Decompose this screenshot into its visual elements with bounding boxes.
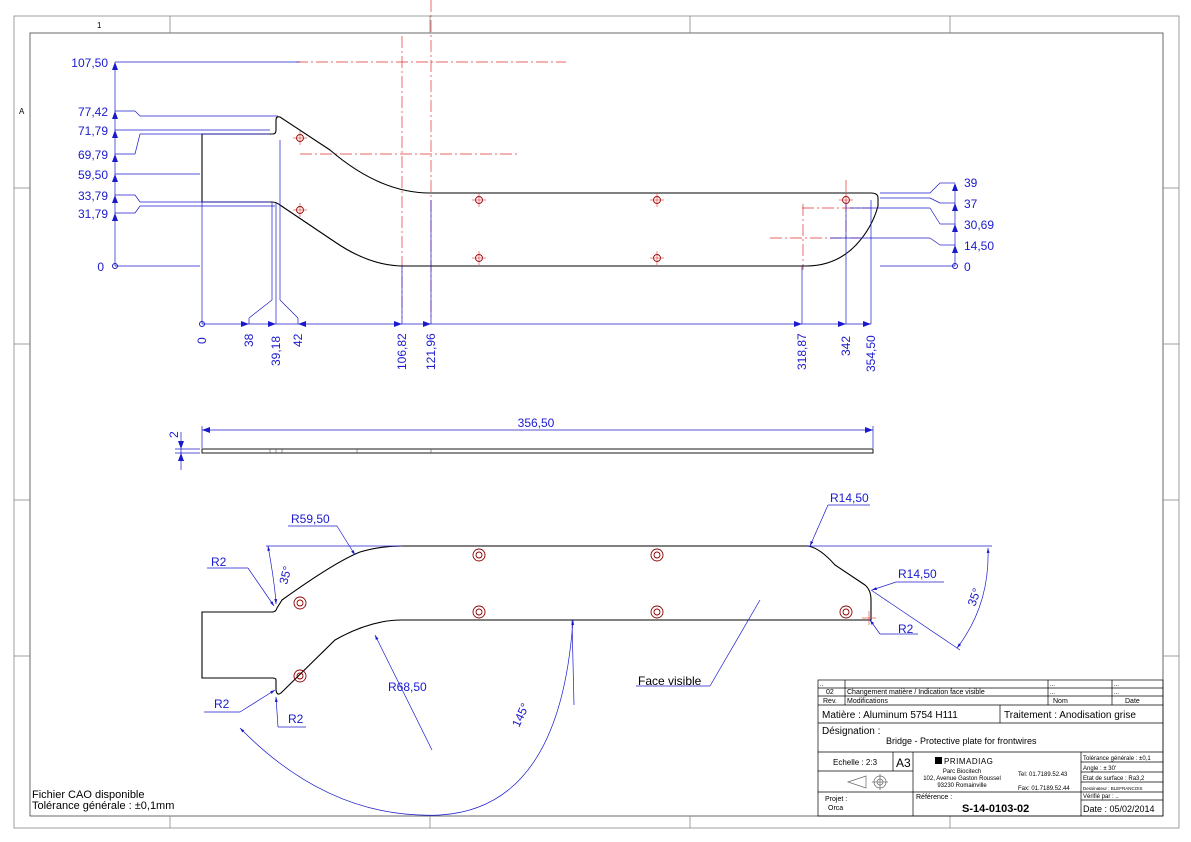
rev-description: Changement matière / Indication face vis… xyxy=(847,689,985,696)
angle-35-right: 35° xyxy=(965,586,984,608)
project-name: Orca xyxy=(828,805,843,812)
bottom-ordinate-labels: 0 38 39,18 42 106,82 121,96 318,87 342 3… xyxy=(195,333,878,372)
dim-x-39-18: 39,18 xyxy=(269,336,283,366)
dim-y-0-left: 0 xyxy=(97,260,104,274)
phone: Tel: 01.7189.52.43 xyxy=(1018,772,1068,778)
dim-x-106-82: 106,82 xyxy=(395,333,409,370)
frame-column-marker: 1 xyxy=(97,21,102,30)
rev-dots: .. xyxy=(820,682,824,688)
radius-r14-50-right: R14,50 xyxy=(898,567,937,581)
address-2: 102, Avenue Gaston Roussel xyxy=(923,776,1001,782)
dim-y-59-50: 59,50 xyxy=(78,168,108,182)
left-ordinate-labels: 107,50 77,42 71,79 69,79 59,50 33,79 31,… xyxy=(71,56,108,274)
modifications-header: Modifications xyxy=(847,698,888,705)
projection-symbol-icon xyxy=(846,774,888,790)
note-cad-available: Fichier CAO disponible xyxy=(32,789,145,801)
fax: Fax: 01.7189.52.44 xyxy=(1018,786,1070,792)
top-view: 107,50 77,42 71,79 69,79 59,50 33,79 31,… xyxy=(71,0,994,372)
centerlines xyxy=(296,0,870,318)
project-label: Projet : xyxy=(825,796,847,803)
dim-x-354-50: 354,50 xyxy=(864,335,878,372)
rev-name-dots-2: ... xyxy=(1050,690,1055,696)
radius-r68-50: R68,50 xyxy=(388,680,427,694)
sheet-frame xyxy=(13,15,1180,829)
reference-label: Référence : xyxy=(916,794,952,801)
bottom-ordinate-dims xyxy=(201,140,872,325)
rev-name-dots: ... xyxy=(1050,682,1055,688)
dim-y-107-50: 107,50 xyxy=(71,56,108,70)
nom-header: Nom xyxy=(1053,698,1068,705)
dim-y-31-79: 31,79 xyxy=(78,207,108,221)
note-general-tolerance: Tolérance générale : ±0,1mm xyxy=(32,800,174,812)
dim-x-121-96: 121,96 xyxy=(424,333,438,370)
left-ordinate-dims xyxy=(114,61,300,267)
frame-row-marker: A xyxy=(19,107,25,116)
surface-treatment: Traitement : Anodisation grise xyxy=(1004,710,1136,721)
address-1: Parc Biocitech xyxy=(943,769,981,775)
dim-y-69-79: 69,79 xyxy=(78,148,108,162)
dim-y-37: 37 xyxy=(964,197,978,211)
dim-y-14-50: 14,50 xyxy=(964,239,994,253)
dim-y-33-79: 33,79 xyxy=(78,189,108,203)
dim-x-42: 42 xyxy=(291,333,305,347)
rev-code: 02 xyxy=(826,689,834,696)
paper-format: A3 xyxy=(896,756,911,770)
checked-by: Vérifié par : .. xyxy=(1083,794,1119,800)
dim-x-0: 0 xyxy=(195,337,209,344)
designation-label: Désignation : xyxy=(822,726,880,737)
angle-145: 145° xyxy=(509,701,532,730)
dim-y-77-42: 77,42 xyxy=(78,105,108,119)
radius-r2-bottom-left: R2 xyxy=(214,697,230,711)
angle-35-left: 35° xyxy=(276,564,294,585)
dim-y-71-79: 71,79 xyxy=(78,124,108,138)
detail-view: R59,50 R14,50 R14,50 R2 R2 R2 R2 R68,50 … xyxy=(201,491,992,816)
material: Matière : Aluminum 5754 H111 xyxy=(822,710,958,721)
radius-r59-50: R59,50 xyxy=(291,512,330,526)
drawing-date: Date : 05/02/2014 xyxy=(1083,804,1155,814)
angle-tolerance: Angle : ± 30' xyxy=(1083,766,1116,772)
right-ordinate-labels: 39 37 30,69 14,50 0 xyxy=(964,176,994,274)
reference-number: S-14-0103-02 xyxy=(962,803,1029,815)
dim-length: 356,50 xyxy=(518,416,555,430)
dim-x-318-87: 318,87 xyxy=(795,333,809,370)
svg-text:PRIMADIAG: PRIMADIAG xyxy=(944,757,993,766)
dim-x-342: 342 xyxy=(839,336,853,356)
face-visible-note: Face visible xyxy=(638,674,702,688)
draftsman: Dessinateur : BLEFRANCOIS xyxy=(1083,786,1143,791)
scale: Echelle : 2:3 xyxy=(833,758,878,767)
title-block-text: .. ... ... 02 Changement matière / Indic… xyxy=(820,682,1155,815)
dim-y-39: 39 xyxy=(964,176,978,190)
detail-annotations: R59,50 R14,50 R14,50 R2 R2 R2 R2 R68,50 … xyxy=(211,491,984,729)
dim-y-30-69: 30,69 xyxy=(964,218,994,232)
title-block xyxy=(817,679,1164,817)
company-logo: PRIMADIAG xyxy=(935,757,993,766)
dim-y-0-right: 0 xyxy=(964,260,971,274)
right-ordinate-dims xyxy=(830,182,956,267)
rev-header: Rev. xyxy=(823,698,837,705)
general-tolerance: Tolérance générale : ±0,1 xyxy=(1083,756,1151,762)
side-view: 356,50 2 xyxy=(167,416,874,470)
designation: Bridge - Protective plate for frontwires xyxy=(886,736,1037,746)
plate-outline-top xyxy=(201,116,879,267)
radius-r2-right: R2 xyxy=(898,622,914,636)
address-3: 93230 Romainville xyxy=(937,783,987,789)
radius-r2-bottom: R2 xyxy=(288,712,304,726)
radius-r2-top-left: R2 xyxy=(211,555,227,569)
surface-finish: Etat de surface : Ra3,2 xyxy=(1083,776,1145,782)
radius-r14-50-top: R14,50 xyxy=(830,491,869,505)
plate-outline-detail xyxy=(201,545,872,695)
rev-date-dots: ... xyxy=(1114,682,1119,688)
rev-date-dots-2: ... xyxy=(1114,690,1119,696)
dim-thickness: 2 xyxy=(167,431,181,438)
dim-x-38: 38 xyxy=(242,333,256,347)
hole-markers-top xyxy=(296,134,850,262)
hole-markers-detail xyxy=(293,548,853,683)
date-header: Date xyxy=(1125,698,1140,705)
